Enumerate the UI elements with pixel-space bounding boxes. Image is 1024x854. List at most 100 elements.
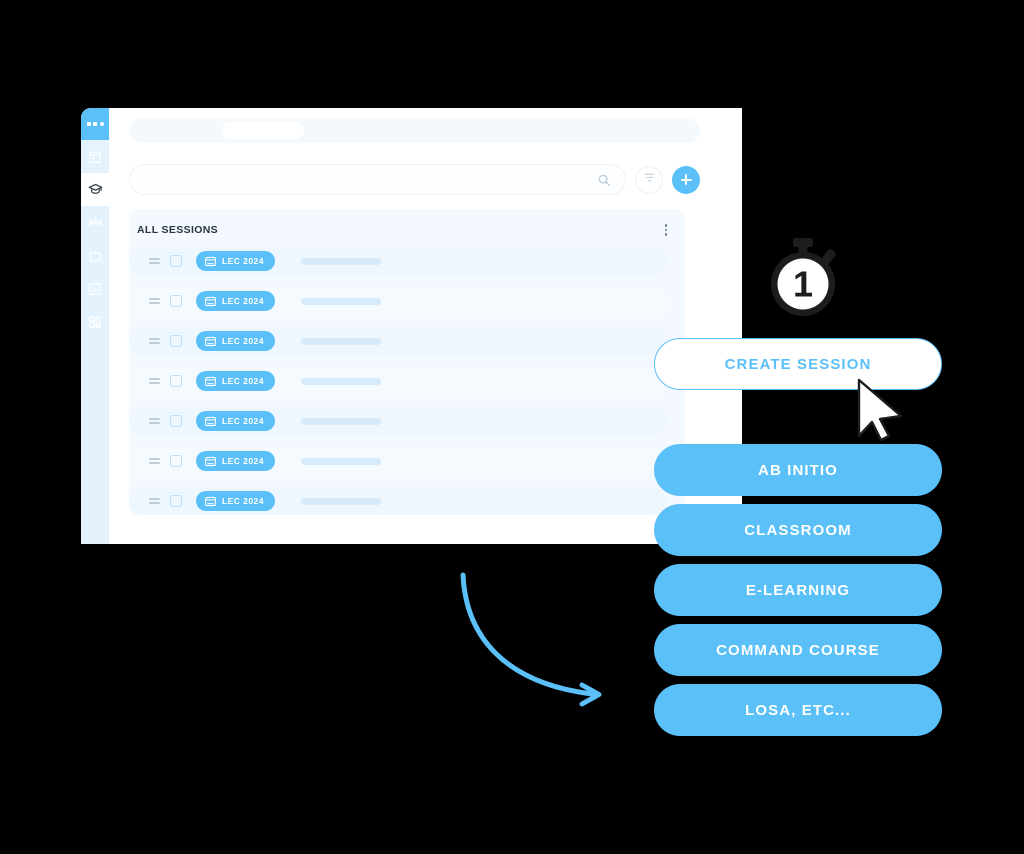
search-icon[interactable] [597, 173, 611, 187]
sidebar-item-courses[interactable] [81, 173, 109, 206]
drag-handle[interactable] [149, 297, 160, 305]
session-type-button-4[interactable]: LOSA, ETC... [654, 684, 942, 736]
graduation-cap-icon [88, 182, 103, 197]
session-badge[interactable]: LEC 2024 [196, 411, 275, 431]
session-type-button-3[interactable]: COMMAND COURSE [654, 624, 942, 676]
drag-handle[interactable] [149, 457, 160, 465]
app-window: ALL SESSIONS LEC 2024 LEC 2024 LEC 2024 … [81, 108, 742, 544]
create-session-button[interactable]: CREATE SESSION [654, 338, 942, 390]
session-badge-label: LEC 2024 [222, 296, 264, 306]
session-badge[interactable]: LEC 2024 [196, 331, 275, 351]
filter-button[interactable] [635, 165, 663, 194]
sidebar-item-reports[interactable] [81, 272, 109, 305]
sidebar [81, 108, 109, 544]
session-badge-label: LEC 2024 [222, 336, 264, 346]
session-badge-label: LEC 2024 [222, 496, 264, 506]
drag-line-1 [149, 298, 160, 300]
sidebar-item-files[interactable] [81, 239, 109, 272]
session-badge[interactable]: LEC 2024 [196, 451, 275, 471]
cursor-arrow-icon [855, 378, 911, 442]
session-type-button-0[interactable]: AB INITIO [654, 444, 942, 496]
session-badge-label: LEC 2024 [222, 376, 264, 386]
table-row[interactable]: LEC 2024 [129, 407, 667, 435]
calendar-icon [88, 150, 102, 164]
row-checkbox[interactable] [170, 255, 182, 267]
drag-handle[interactable] [149, 257, 160, 265]
session-badge[interactable]: LEC 2024 [196, 371, 275, 391]
top-tab-bar [129, 118, 700, 143]
stopwatch-icon: 1 [771, 238, 836, 316]
kebab-dot-2 [664, 228, 668, 232]
session-badge-label: LEC 2024 [222, 416, 264, 426]
add-session-button[interactable] [672, 165, 700, 194]
users-icon [88, 216, 103, 230]
grid-apps-icon [88, 315, 102, 329]
row-title-placeholder [301, 297, 381, 305]
sessions-header: ALL SESSIONS [129, 222, 685, 238]
curved-arrow-icon [450, 565, 620, 720]
search-input[interactable] [144, 173, 597, 186]
drag-line-2 [149, 262, 160, 264]
window-icon [204, 255, 217, 268]
table-row[interactable]: LEC 2024 [129, 247, 667, 275]
sessions-card: ALL SESSIONS LEC 2024 LEC 2024 LEC 2024 … [129, 209, 685, 515]
session-badge[interactable]: LEC 2024 [196, 251, 275, 271]
window-icon [204, 455, 217, 468]
kebab-dot-1 [664, 224, 668, 227]
drag-handle[interactable] [149, 377, 160, 385]
window-icon [204, 335, 217, 348]
drag-handle[interactable] [149, 337, 160, 345]
filter-icon [643, 171, 656, 189]
table-row[interactable]: LEC 2024 [129, 487, 667, 515]
table-row[interactable]: LEC 2024 [129, 287, 667, 315]
active-tab-placeholder[interactable] [222, 122, 304, 139]
row-checkbox[interactable] [170, 455, 182, 467]
folder-icon [88, 249, 103, 263]
sidebar-item-people[interactable] [81, 206, 109, 239]
drag-line-1 [149, 258, 160, 260]
session-type-button-1[interactable]: CLASSROOM [654, 504, 942, 556]
table-row[interactable]: LEC 2024 [129, 327, 667, 355]
step-number: 1 [793, 264, 813, 305]
table-row[interactable]: LEC 2024 [129, 447, 667, 475]
session-badge-label: LEC 2024 [222, 456, 264, 466]
app-content: ALL SESSIONS LEC 2024 LEC 2024 LEC 2024 … [109, 108, 742, 544]
session-badge-label: LEC 2024 [222, 256, 264, 266]
drag-handle[interactable] [149, 417, 160, 425]
drag-line-2 [149, 382, 160, 384]
row-title-placeholder [301, 417, 381, 425]
kebab-menu-icon[interactable] [659, 223, 673, 237]
search-toolbar [129, 164, 700, 195]
row-checkbox[interactable] [170, 415, 182, 427]
row-checkbox[interactable] [170, 495, 182, 507]
sidebar-item-calendar[interactable] [81, 140, 109, 173]
window-icon [204, 495, 217, 508]
table-row[interactable]: LEC 2024 [129, 367, 667, 395]
kebab-dot-3 [664, 233, 668, 236]
row-checkbox[interactable] [170, 295, 182, 307]
logo-dot-circle [99, 122, 104, 126]
session-type-button-2[interactable]: E-LEARNING [654, 564, 942, 616]
drag-line-2 [149, 502, 160, 504]
session-badge[interactable]: LEC 2024 [196, 491, 275, 511]
drag-line-2 [149, 302, 160, 304]
window-icon [204, 375, 217, 388]
sidebar-item-apps[interactable] [81, 305, 109, 338]
sidebar-logo[interactable] [81, 108, 109, 140]
drag-line-1 [149, 378, 160, 380]
action-button-stack: CREATE SESSION AB INITIO CLASSROOM E-LEARN… [654, 338, 942, 736]
session-type-options: AB INITIO CLASSROOM E-LEARNING COMMAND COUR… [654, 444, 942, 736]
row-checkbox[interactable] [170, 335, 182, 347]
drag-line-2 [149, 462, 160, 464]
drag-line-2 [149, 422, 160, 424]
step-1-stopwatch-badge: 1 [757, 232, 849, 324]
chart-report-icon [88, 282, 102, 296]
drag-handle[interactable] [149, 497, 160, 505]
drag-line-2 [149, 342, 160, 344]
row-checkbox[interactable] [170, 375, 182, 387]
drag-line-1 [149, 498, 160, 500]
session-badge[interactable]: LEC 2024 [196, 291, 275, 311]
drag-line-1 [149, 338, 160, 340]
drag-line-1 [149, 458, 160, 460]
search-field-wrapper[interactable] [129, 164, 626, 195]
